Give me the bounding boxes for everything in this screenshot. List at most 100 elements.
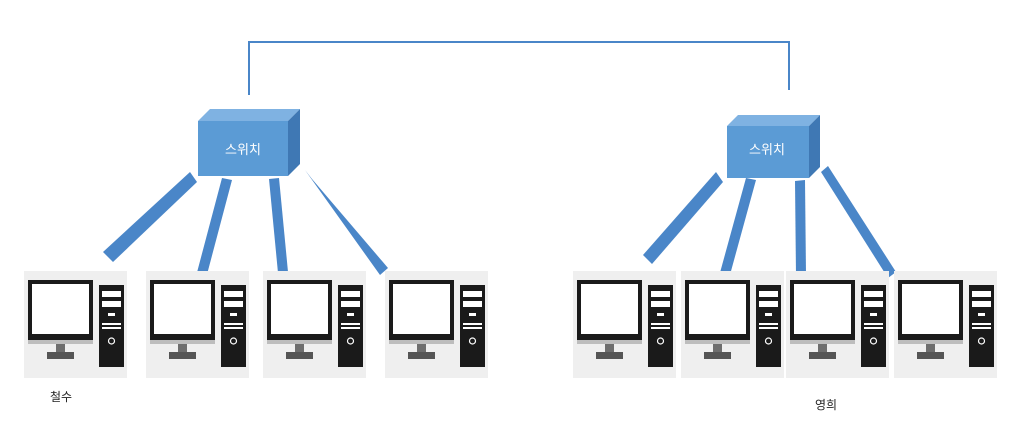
monitor-base xyxy=(47,352,74,359)
monitor-neck xyxy=(818,344,827,352)
monitor-screen xyxy=(902,284,959,334)
monitor-bezel xyxy=(577,340,642,344)
drive-bay-1 xyxy=(463,291,482,297)
monitor-bezel xyxy=(389,340,454,344)
group-caption-left: 철수 xyxy=(50,390,73,404)
desktop-computer-icon xyxy=(263,271,366,378)
tower-vent-1 xyxy=(864,323,883,325)
power-button xyxy=(346,337,355,345)
monitor-base xyxy=(809,352,836,359)
switch-front-face xyxy=(198,121,288,176)
drive-bay-1 xyxy=(224,291,243,297)
backbone-line xyxy=(248,41,790,95)
link-1 xyxy=(103,172,197,262)
tower-case xyxy=(99,285,124,367)
desktop-computer-icon xyxy=(146,271,249,378)
drive-bay-2 xyxy=(972,301,991,307)
monitor-screen xyxy=(581,284,638,334)
monitor-neck xyxy=(417,344,426,352)
monitor-bezel xyxy=(150,340,215,344)
desktop-computer-icon xyxy=(681,271,784,378)
switch-side-face xyxy=(288,109,300,176)
monitor-screen xyxy=(32,284,89,334)
switch-front-face xyxy=(727,126,809,178)
power-button xyxy=(869,337,878,345)
monitor-base xyxy=(704,352,731,359)
drive-bay-2 xyxy=(651,301,670,307)
drive-bay-1 xyxy=(102,291,121,297)
link-3 xyxy=(269,178,288,273)
drive-bay-1 xyxy=(651,291,670,297)
tower-vent-2 xyxy=(972,327,991,329)
monitor-screen xyxy=(794,284,851,334)
drive-bay-1 xyxy=(864,291,883,297)
link-4 xyxy=(305,170,388,275)
desktop-computer-icon xyxy=(385,271,488,378)
switch-label-1: 스위치 xyxy=(225,143,261,158)
tower-vent-1 xyxy=(102,323,121,325)
monitor-bezel xyxy=(685,340,750,344)
tower-vent-1 xyxy=(341,323,360,325)
monitor-base xyxy=(286,352,313,359)
drive-bay-2 xyxy=(102,301,121,307)
monitor-base xyxy=(917,352,944,359)
tower-button xyxy=(108,313,115,316)
computers xyxy=(24,271,997,378)
monitor-screen xyxy=(154,284,211,334)
switch-top-face xyxy=(198,109,300,121)
tower-button xyxy=(978,313,985,316)
tower-vent-1 xyxy=(463,323,482,325)
tower-button xyxy=(657,313,664,316)
drive-bay-1 xyxy=(972,291,991,297)
switch-side-face xyxy=(809,115,820,178)
link-5 xyxy=(643,172,723,264)
monitor-base xyxy=(596,352,623,359)
drive-bay-2 xyxy=(864,301,883,307)
desktop-computer-icon xyxy=(573,271,676,378)
tower-case xyxy=(861,285,886,367)
drive-bay-2 xyxy=(463,301,482,307)
computer-links xyxy=(103,166,896,282)
tower-vent-2 xyxy=(759,327,778,329)
tower-vent-2 xyxy=(102,327,121,329)
switch-backbone-link xyxy=(248,41,790,95)
monitor-neck xyxy=(56,344,65,352)
group-caption-right: 영희 xyxy=(815,398,838,412)
switches xyxy=(198,109,820,178)
monitor-neck xyxy=(713,344,722,352)
monitor-neck xyxy=(178,344,187,352)
monitor-bezel xyxy=(790,340,855,344)
monitor-screen xyxy=(689,284,746,334)
tower-vent-1 xyxy=(651,323,670,325)
tower-case xyxy=(969,285,994,367)
desktop-computer-icon xyxy=(786,271,889,378)
drive-bay-2 xyxy=(341,301,360,307)
link-8 xyxy=(821,166,896,278)
tower-vent-1 xyxy=(972,323,991,325)
tower-case xyxy=(338,285,363,367)
tower-button xyxy=(469,313,476,316)
monitor-neck xyxy=(605,344,614,352)
link-7 xyxy=(795,180,806,276)
power-button xyxy=(229,337,238,345)
switch-labels: 스위치 스위치 xyxy=(225,143,785,158)
switch-label-2: 스위치 xyxy=(749,143,785,158)
drive-bay-2 xyxy=(224,301,243,307)
monitor-neck xyxy=(926,344,935,352)
power-button xyxy=(468,337,477,345)
link-6 xyxy=(718,178,756,282)
tower-vent-2 xyxy=(463,327,482,329)
network-switch-icon xyxy=(727,115,820,178)
switch-top-face xyxy=(727,115,820,126)
power-button xyxy=(656,337,665,345)
tower-vent-2 xyxy=(651,327,670,329)
monitor-base xyxy=(408,352,435,359)
monitor-bezel xyxy=(28,340,93,344)
tower-button xyxy=(230,313,237,316)
tower-case xyxy=(756,285,781,367)
tower-vent-2 xyxy=(341,327,360,329)
tower-vent-1 xyxy=(224,323,243,325)
link-2 xyxy=(195,178,232,282)
monitor-neck xyxy=(295,344,304,352)
power-button xyxy=(107,337,116,345)
